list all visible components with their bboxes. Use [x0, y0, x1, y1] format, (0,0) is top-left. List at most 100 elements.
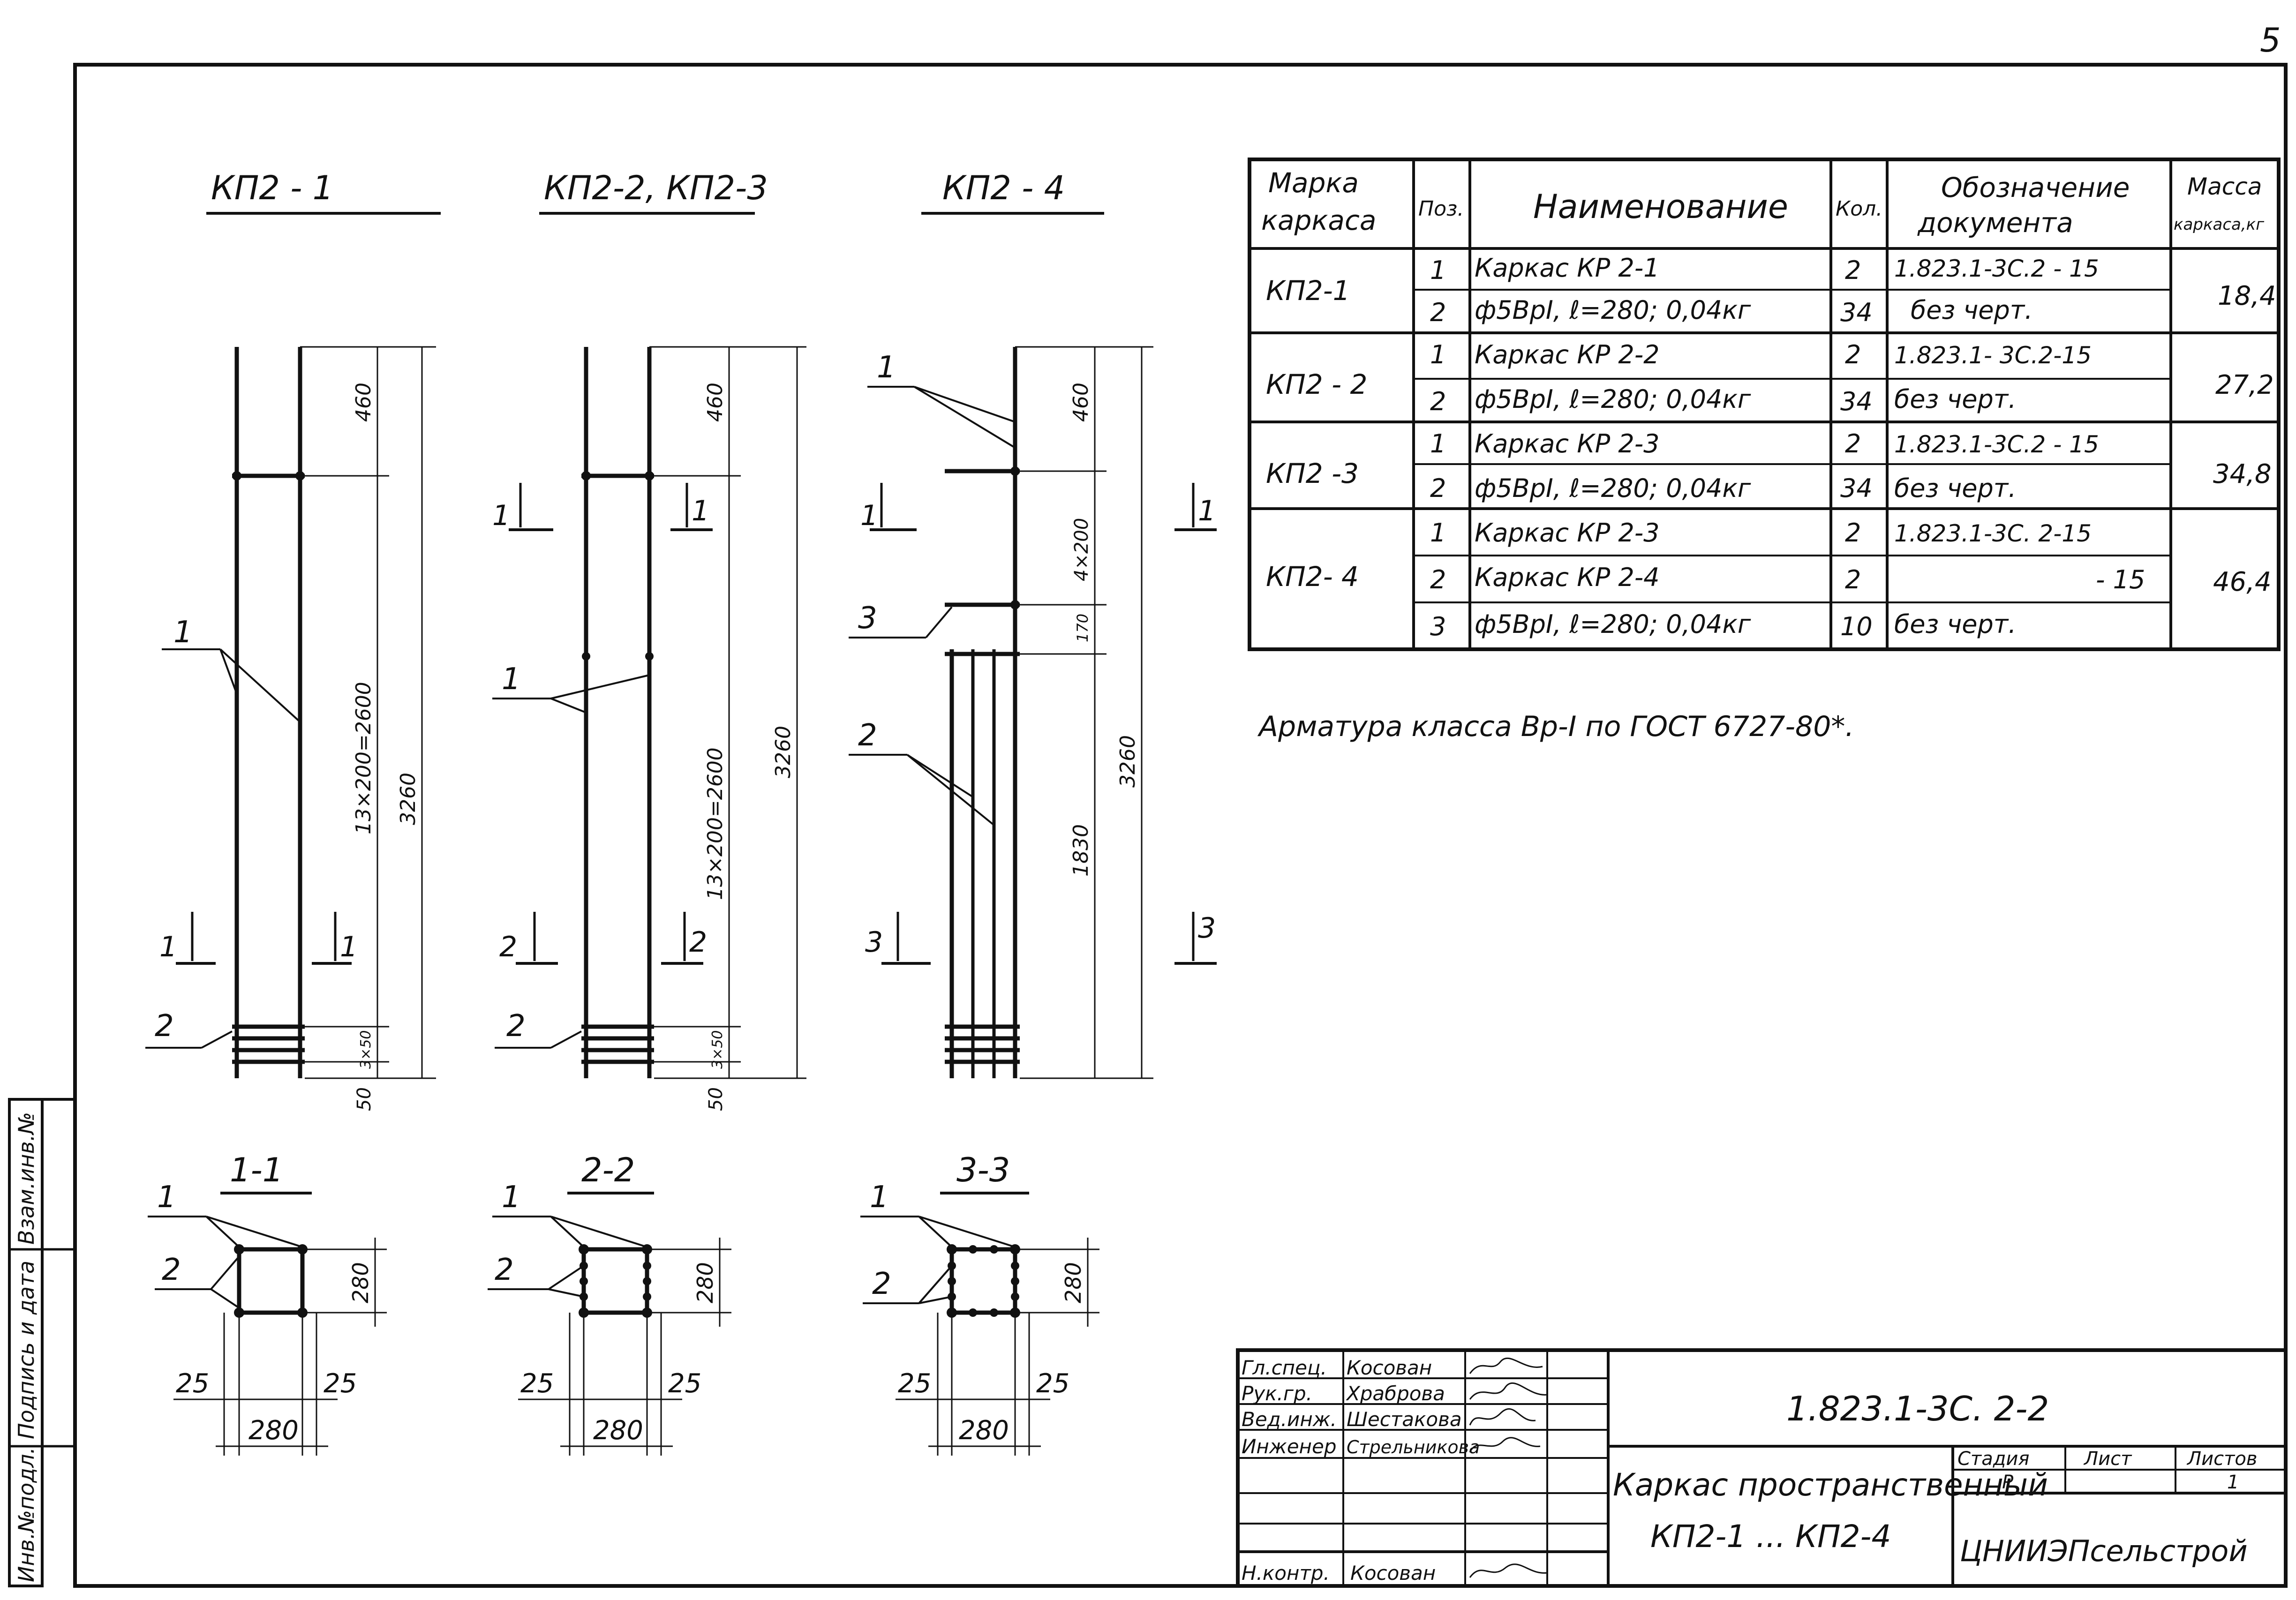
section-title: 3-3 — [956, 1151, 1010, 1189]
elevation-kp2-1: КП2 - 1 460 13×200=2600 3260 3×50 50 — [145, 169, 441, 1111]
role-cell: Рук.гр. — [1242, 1382, 1312, 1405]
name-cell: Косован — [1350, 1562, 1436, 1585]
name-cell: ф5ВрI, ℓ=280; 0,04кг — [1475, 384, 1751, 414]
stage-value: Р — [2002, 1472, 2014, 1493]
header-mass-1: Масса — [2187, 173, 2262, 200]
doc-code: 1.823.1-3С. 2-2 — [1786, 1389, 2049, 1428]
doc-cell: без черт. — [1894, 384, 2016, 414]
section-mark-upper-left: 1 — [860, 499, 878, 532]
pos-3-label: 3 — [858, 601, 877, 636]
pos-cell: 3 — [1430, 612, 1446, 641]
elevation-kp2-4: КП2 - 4 460 4×200 170 1830 3260 1 — [849, 169, 1217, 1079]
header-mark-2: каркаса — [1261, 204, 1376, 236]
dim-1830: 1830 — [1069, 824, 1093, 877]
qty-cell: 2 — [1845, 340, 1861, 369]
pos-cell: 2 — [1430, 387, 1446, 416]
name-cell: Стрельникова — [1347, 1437, 1480, 1457]
section-3-3: 3-3 280 25 25 280 1 2 — [860, 1151, 1099, 1456]
qty-cell: 34 — [1840, 298, 1873, 327]
role-cell: Вед.инж. — [1242, 1408, 1337, 1431]
role-cell: Гл.спец. — [1242, 1356, 1327, 1379]
cover-left: 25 — [176, 1368, 209, 1399]
section-title: 2-2 — [581, 1151, 635, 1189]
dim-bottom: 50 — [705, 1087, 727, 1111]
signature — [1469, 1357, 1543, 1374]
name-cell: Косован — [1347, 1356, 1432, 1379]
cover-right: 25 — [1036, 1368, 1069, 1399]
name-cell: Каркас КР 2-4 — [1475, 563, 1660, 592]
section-mark-upper-right: 1 — [692, 495, 709, 527]
cover-right: 25 — [324, 1368, 357, 1399]
section-width: 280 — [593, 1415, 643, 1446]
dim-total: 3260 — [1116, 735, 1140, 788]
sheet-label: Лист — [2083, 1448, 2132, 1470]
dim-mid: 4×200 — [1071, 518, 1092, 581]
spec-table: Марка каркаса Поз. Наименование Кол. Обо… — [1248, 158, 2281, 651]
pos-2-label: 2 — [872, 1267, 891, 1301]
mark-cell: КП2 -3 — [1266, 458, 1359, 489]
mass-cell: 18,4 — [2218, 281, 2276, 311]
elevation-title: КП2-2, КП2-3 — [544, 169, 768, 207]
pos-cell: 1 — [1430, 429, 1446, 458]
name-cell: Шестакова — [1347, 1408, 1462, 1431]
section-height: 280 — [348, 1262, 373, 1303]
section-2-2: 2-2 280 25 25 280 1 2 — [488, 1151, 731, 1456]
header-mass-2: каркаса,кг — [2174, 215, 2265, 234]
section-mark-right: 3 — [1198, 912, 1216, 945]
left-binding-strip: Инв.№подл. Подпись и дата Взам.инв.№ — [8, 1098, 75, 1587]
pos-1-label: 1 — [173, 615, 193, 650]
dim-total: 3260 — [396, 773, 420, 825]
pos-2-label: 2 — [155, 1009, 174, 1044]
section-mark-right: 1 — [340, 931, 358, 963]
cover-left: 25 — [520, 1368, 554, 1399]
doc-cell: - 15 — [2096, 565, 2145, 594]
section-mark-upper-left: 1 — [492, 499, 510, 532]
cover-right: 25 — [668, 1368, 701, 1399]
section-width: 280 — [248, 1415, 299, 1446]
title-block: Гл.спец. Косован Рук.гр. Храброва Вед.ин… — [1236, 1348, 2288, 1588]
dim-bottom: 50 — [354, 1087, 375, 1111]
dim-top: 460 — [703, 383, 727, 422]
name-cell: Каркас КР 2-1 — [1475, 253, 1660, 283]
organization: ЦНИИЭПсельстрой — [1960, 1534, 2248, 1568]
mass-cell: 34,8 — [2213, 459, 2272, 489]
name-cell: Храброва — [1346, 1382, 1445, 1405]
doc-cell: 1.823.1-3С.2 - 15 — [1894, 255, 2099, 282]
mass-cell: 46,4 — [2213, 567, 2272, 597]
header-qty: Кол. — [1836, 197, 1882, 221]
dim-mid: 13×200=2600 — [703, 747, 727, 900]
header-doc-2: документа — [1917, 207, 2073, 239]
mark-cell: КП2- 4 — [1266, 561, 1359, 593]
section-mark-left: 3 — [865, 926, 883, 959]
page-number: 5 — [2260, 21, 2281, 60]
doc-cell: без черт. — [1911, 295, 2033, 325]
signature — [1469, 1408, 1536, 1426]
role-cell: Н.контр. — [1242, 1562, 1330, 1585]
pos-1-label: 1 — [157, 1180, 176, 1215]
title-line-1: Каркас пространственный — [1613, 1467, 2048, 1503]
header-doc-1: Обозначение — [1941, 172, 2130, 203]
section-title: 1-1 — [230, 1151, 283, 1189]
name-cell: ф5ВрI, ℓ=280; 0,04кг — [1475, 609, 1751, 639]
stage-label: Стадия — [1957, 1448, 2029, 1470]
section-1-1: 1-1 280 25 25 280 1 2 — [148, 1151, 387, 1456]
mark-cell: КП2 - 2 — [1266, 368, 1367, 400]
signature — [1469, 1382, 1548, 1400]
pos-1-label: 1 — [502, 662, 521, 697]
cover-left: 25 — [898, 1368, 931, 1399]
header-name: Наименование — [1533, 188, 1788, 226]
signature — [1469, 1437, 1541, 1453]
pos-1-label: 1 — [877, 350, 896, 385]
doc-cell: без черт. — [1894, 609, 2016, 639]
qty-cell: 34 — [1840, 387, 1873, 416]
dim-top: 460 — [1069, 383, 1093, 422]
section-height: 280 — [1061, 1262, 1086, 1303]
elevation-title: КП2 - 4 — [942, 169, 1065, 207]
signature — [1469, 1563, 1548, 1578]
section-height: 280 — [693, 1262, 718, 1303]
pos-cell: 2 — [1430, 473, 1446, 503]
sheets-value: 1 — [2227, 1472, 2239, 1493]
pos-2-label: 2 — [162, 1253, 181, 1287]
qty-cell: 10 — [1840, 612, 1873, 641]
role-cell: Инженер — [1242, 1435, 1337, 1458]
